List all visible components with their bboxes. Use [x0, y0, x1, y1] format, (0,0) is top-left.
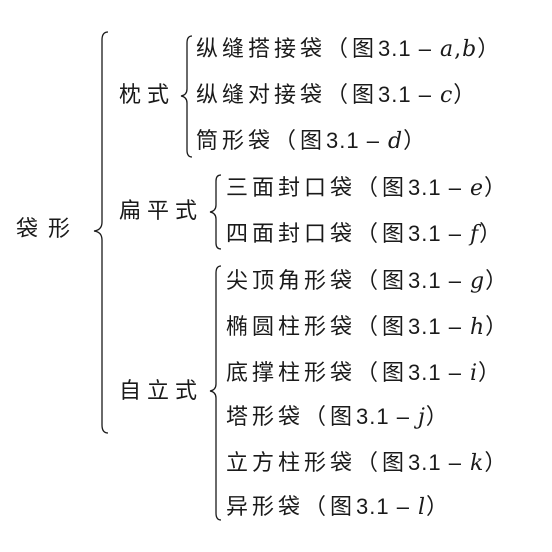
figure-close-paren: ） [426, 495, 450, 520]
figure-letter: j [417, 405, 426, 430]
figure-number: 3.1 – [408, 221, 462, 246]
figure-close-paren: ） [484, 176, 508, 201]
figure-letter: e [469, 176, 484, 201]
figure-reference: （图3.1 – e） [356, 176, 507, 201]
figure-close-paren: ） [479, 222, 503, 247]
figure-reference: （图3.1 – d） [274, 129, 426, 154]
figure-close-paren: ） [403, 129, 427, 154]
leaf-item: 塔形袋（图3.1 – j） [226, 405, 449, 430]
leaf-name: 底撑柱形袋 [226, 361, 357, 386]
figure-letter: i [469, 361, 479, 386]
figure-number: 3.1 – [408, 175, 462, 200]
leaf-item: 纵缝对接袋（图3.1 – c） [196, 83, 476, 108]
group-label-bianpingshi: 扁平式 [119, 199, 204, 224]
figure-number: 3.1 – [326, 128, 380, 153]
leaf-item: 立方柱形袋（图3.1 – k） [226, 451, 507, 476]
figure-number: 3.1 – [378, 82, 432, 107]
leaf-item: 尖顶角形袋（图3.1 – g） [226, 269, 508, 294]
leaf-name: 立方柱形袋 [226, 451, 357, 476]
figure-prefix: （图 [326, 83, 379, 108]
figure-prefix: （图 [356, 451, 409, 476]
group-brace-zilishi [209, 265, 222, 521]
figure-prefix: （图 [356, 176, 409, 201]
leaf-item: 三面封口袋（图3.1 – e） [226, 176, 507, 201]
figure-number: 3.1 – [378, 36, 432, 61]
leaf-name: 纵缝搭接袋 [196, 37, 327, 62]
leaf-name: 异形袋 [226, 495, 305, 520]
figure-letter: k [469, 451, 485, 476]
figure-reference: （图3.1 – l） [304, 495, 449, 520]
figure-prefix: （图 [274, 129, 327, 154]
figure-close-paren: ） [485, 269, 509, 294]
figure-reference: （图3.1 – a,b） [326, 37, 500, 62]
figure-reference: （图3.1 – j） [304, 405, 449, 430]
figure-letter: c [439, 83, 454, 108]
figure-reference: （图3.1 – k） [356, 451, 507, 476]
figure-prefix: （图 [356, 269, 409, 294]
figure-separator: , [454, 37, 463, 62]
leaf-item: 纵缝搭接袋（图3.1 – a,b） [196, 37, 500, 62]
figure-number: 3.1 – [356, 404, 410, 429]
figure-letter: l [417, 495, 427, 520]
figure-prefix: （图 [304, 405, 357, 430]
figure-prefix: （图 [326, 37, 379, 62]
figure-number: 3.1 – [408, 450, 462, 475]
figure-close-paren: ） [425, 405, 449, 430]
figure-prefix: （图 [356, 315, 409, 340]
leaf-name: 椭圆柱形袋 [226, 315, 357, 340]
figure-number: 3.1 – [408, 268, 462, 293]
leaf-item: 异形袋（图3.1 – l） [226, 495, 449, 520]
figure-letter: h [469, 315, 486, 340]
figure-prefix: （图 [356, 222, 409, 247]
leaf-name: 四面封口袋 [226, 222, 357, 247]
leaf-name: 筒形袋 [196, 129, 275, 154]
figure-reference: （图3.1 – f） [356, 222, 502, 247]
leaf-name: 三面封口袋 [226, 176, 357, 201]
figure-prefix: （图 [356, 361, 409, 386]
figure-number: 3.1 – [356, 494, 410, 519]
figure-letter: d [387, 129, 404, 154]
figure-close-paren: ） [484, 451, 508, 476]
figure-letter: a [439, 37, 455, 62]
figure-number: 3.1 – [408, 360, 462, 385]
figure-reference: （图3.1 – c） [326, 83, 476, 108]
leaf-item: 四面封口袋（图3.1 – f） [226, 222, 502, 247]
figure-close-paren: ） [478, 361, 502, 386]
leaf-item: 底撑柱形袋（图3.1 – i） [226, 361, 501, 386]
figure-letter-2: b [462, 37, 478, 62]
figure-prefix: （图 [304, 495, 357, 520]
group-brace-zhenshi [180, 35, 193, 158]
group-label-zhenshi: 枕式 [119, 83, 176, 108]
figure-reference: （图3.1 – g） [356, 269, 508, 294]
leaf-item: 椭圆柱形袋（图3.1 – h） [226, 315, 508, 340]
figure-close-paren: ） [477, 37, 501, 62]
figure-close-paren: ） [453, 83, 477, 108]
root-brace [93, 31, 109, 434]
root-label: 袋形 [16, 217, 81, 242]
figure-letter: g [469, 269, 486, 294]
figure-letter: f [469, 222, 480, 247]
group-label-zilishi: 自立式 [119, 379, 204, 404]
figure-reference: （图3.1 – i） [356, 361, 501, 386]
figure-close-paren: ） [485, 315, 509, 340]
figure-number: 3.1 – [408, 314, 462, 339]
leaf-name: 塔形袋 [226, 405, 305, 430]
group-brace-bianpingshi [209, 174, 222, 250]
leaf-item: 筒形袋（图3.1 – d） [196, 129, 426, 154]
leaf-name: 尖顶角形袋 [226, 269, 357, 294]
figure-reference: （图3.1 – h） [356, 315, 508, 340]
leaf-name: 纵缝对接袋 [196, 83, 327, 108]
